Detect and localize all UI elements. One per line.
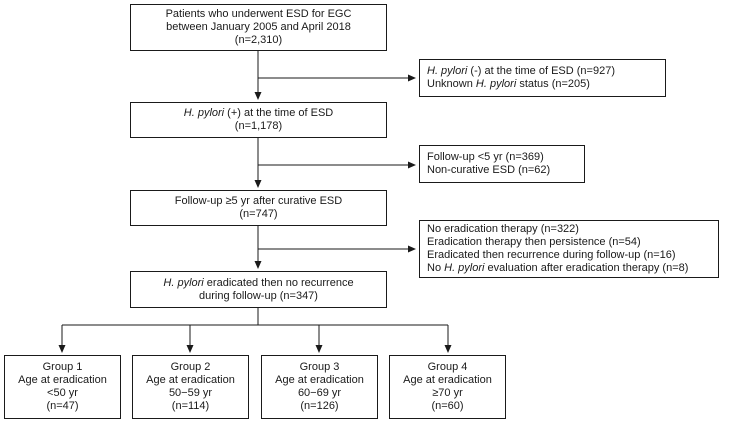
box-text-line: Group 4 — [428, 361, 468, 374]
box-text-line: between January 2005 and April 2018 — [166, 21, 351, 34]
box-text-line: Follow-up <5 yr (n=369) — [427, 151, 544, 164]
text-run: Eradication therapy then persistence (n=… — [427, 236, 641, 248]
text-run: Follow-up <5 yr (n=369) — [427, 151, 544, 163]
italic-species-name: H. pylori — [444, 262, 485, 274]
text-run: Patients who underwent ESD for EGC — [165, 8, 352, 20]
box-text-line: (n=747) — [239, 208, 277, 221]
box-text-line: H. pylori (-) at the time of ESD (n=927) — [427, 65, 615, 78]
text-run: (n=2,310) — [234, 34, 283, 46]
text-run: Group 2 — [170, 361, 211, 373]
text-run: (-) at the time of ESD (n=927) — [467, 65, 615, 77]
text-run: Follow-up ≥5 yr after curative ESD — [174, 195, 343, 207]
text-run: ≥70 yr — [432, 387, 463, 399]
box-text-line: ≥70 yr — [432, 387, 463, 400]
box-excluded-eradication-issues: No eradication therapy (n=322)Eradicatio… — [419, 220, 719, 278]
box-text-line: Patients who underwent ESD for EGC — [166, 8, 352, 21]
box-text-line: Group 1 — [43, 361, 83, 374]
text-run: Non-curative ESD (n=62) — [427, 164, 551, 176]
box-text-line: (n=114) — [172, 400, 209, 413]
italic-species-name: H. pylori — [475, 78, 517, 90]
box-text-line: 50−59 yr — [169, 387, 212, 400]
box-text-line: (n=126) — [300, 400, 338, 413]
italic-species-name: H. pylori — [427, 65, 468, 77]
box-text-line: H. pylori (+) at the time of ESD — [184, 107, 333, 120]
text-run: (n=1,178) — [234, 120, 283, 132]
text-run: <50 yr — [47, 387, 78, 399]
text-run: status (n=205) — [516, 78, 590, 90]
box-text-line: (n=47) — [46, 400, 78, 413]
box-text-line: Age at eradication — [275, 374, 364, 387]
box-text-line: H. pylori eradicated then no recurrence — [163, 277, 353, 290]
box-text-line: Age at eradication — [18, 374, 107, 387]
box-text-line: Eradication therapy then persistence (n=… — [427, 236, 641, 249]
box-text-line: Non-curative ESD (n=62) — [427, 164, 550, 177]
box-text-line: (n=2,310) — [235, 34, 282, 47]
box-followup-5yr: Follow-up ≥5 yr after curative ESD(n=747… — [130, 190, 387, 226]
text-run: Group 1 — [42, 361, 83, 373]
text-run: Eradicated then recurrence during follow… — [427, 249, 676, 261]
text-run: Age at eradication — [18, 374, 107, 386]
box-text-line: during follow-up (n=347) — [199, 290, 318, 303]
box-text-line: No H. pylori evaluation after eradicatio… — [427, 262, 688, 275]
italic-species-name: H. pylori — [163, 276, 204, 289]
box-hp-positive: H. pylori (+) at the time of ESD(n=1,178… — [130, 102, 387, 138]
text-run: (n=47) — [46, 400, 79, 412]
text-run: eradicated then no recurrence — [203, 276, 354, 289]
text-run: evaluation after eradication therapy (n=… — [484, 262, 689, 274]
text-run: Group 4 — [427, 361, 468, 373]
box-text-line: (n=1,178) — [235, 120, 282, 133]
box-text-line: <50 yr — [47, 387, 78, 400]
text-run: 60−69 yr — [297, 387, 342, 399]
box-text-line: Eradicated then recurrence during follow… — [427, 249, 676, 262]
box-excluded-followup-noncurative: Follow-up <5 yr (n=369)Non-curative ESD … — [419, 145, 585, 183]
text-run: Age at eradication — [275, 374, 364, 386]
text-run: (n=114) — [171, 400, 210, 412]
text-run: Age at eradication — [403, 374, 492, 386]
box-text-line: Group 2 — [171, 361, 211, 374]
box-text-line: Group 3 — [300, 361, 340, 374]
text-run: No eradication therapy (n=322) — [427, 223, 579, 235]
box-excluded-hp-negative-unknown: H. pylori (-) at the time of ESD (n=927)… — [419, 59, 666, 97]
box-text-line: 60−69 yr — [298, 387, 341, 400]
text-run: during follow-up (n=347) — [199, 289, 318, 302]
box-text-line: (n=60) — [431, 400, 463, 413]
text-run: between January 2005 and April 2018 — [166, 21, 351, 33]
box-text-line: No eradication therapy (n=322) — [427, 223, 579, 236]
text-run: Age at eradication — [146, 374, 235, 386]
text-run: Group 3 — [299, 361, 340, 373]
italic-species-name: H. pylori — [183, 107, 225, 119]
text-run: Unknown — [427, 78, 476, 90]
box-text-line: Age at eradication — [403, 374, 492, 387]
box-text-line: Follow-up ≥5 yr after curative ESD — [175, 195, 342, 208]
text-run: 50−59 yr — [168, 387, 213, 399]
text-run: (n=60) — [431, 400, 464, 412]
text-run: No — [427, 262, 445, 274]
text-run: (n=126) — [300, 400, 339, 412]
text-run: (n=747) — [239, 208, 278, 220]
text-run: (+) at the time of ESD — [224, 107, 334, 119]
box-text-line: Age at eradication — [146, 374, 235, 387]
box-text-line: Unknown H. pylori status (n=205) — [427, 78, 590, 91]
